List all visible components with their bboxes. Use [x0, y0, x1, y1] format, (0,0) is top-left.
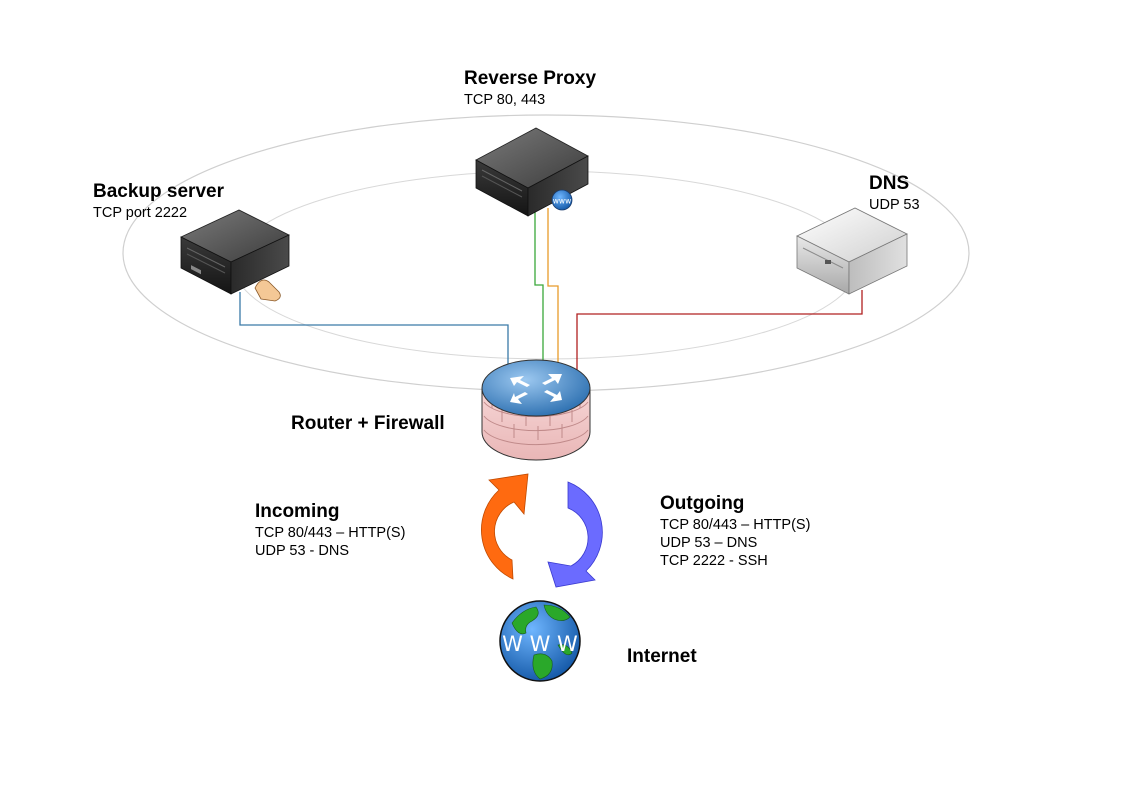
incoming-title: Incoming: [255, 501, 340, 522]
server-tower-light-icon: [796, 207, 908, 295]
link-proxy-router-orange: [547, 208, 559, 372]
backup-server-detail: TCP port 2222: [93, 204, 188, 221]
outgoing-line: TCP 80/443 – HTTP(S): [660, 516, 811, 533]
router-firewall-icon: [481, 359, 591, 461]
internet-label: Internet: [627, 646, 697, 669]
outgoing-line: TCP 2222 - SSH: [660, 552, 768, 569]
dns-detail: UDP 53: [869, 196, 920, 213]
outgoing-title: Outgoing: [660, 493, 745, 514]
incoming-line: UDP 53 - DNS: [255, 542, 350, 559]
reverse-proxy-title: Reverse Proxy: [464, 68, 597, 89]
outgoing-label: Outgoing TCP 80/443 – HTTP(S) UDP 53 – D…: [660, 493, 810, 570]
outgoing-arrow-icon: [547, 481, 603, 588]
globe-www-text: W W W: [502, 632, 578, 656]
server-tower-dark-web-icon: www: [475, 127, 589, 217]
server-tower-dark-icon: [180, 209, 290, 302]
dns-title: DNS: [869, 173, 910, 194]
globe-www-icon: W W W: [499, 600, 581, 682]
incoming-label: Incoming TCP 80/443 – HTTP(S) UDP 53 - D…: [255, 501, 405, 560]
backup-server-label: Backup server TCP port 2222: [93, 181, 224, 222]
reverse-proxy-detail: TCP 80, 443: [464, 91, 546, 108]
link-dns-router: [576, 290, 863, 375]
reverse-proxy-label: Reverse Proxy TCP 80, 443: [464, 68, 596, 109]
svg-text:www: www: [553, 197, 571, 206]
outgoing-line: UDP 53 – DNS: [660, 534, 758, 551]
router-title: Router + Firewall: [291, 413, 445, 434]
router-label: Router + Firewall: [291, 413, 445, 436]
dns-label: DNS UDP 53: [869, 173, 920, 214]
link-backup-router: [239, 292, 509, 375]
link-proxy-router-green: [534, 208, 544, 372]
incoming-line: TCP 80/443 – HTTP(S): [255, 524, 406, 541]
internet-title: Internet: [627, 646, 697, 667]
incoming-arrow-icon: [481, 473, 529, 580]
backup-server-title: Backup server: [93, 181, 224, 202]
